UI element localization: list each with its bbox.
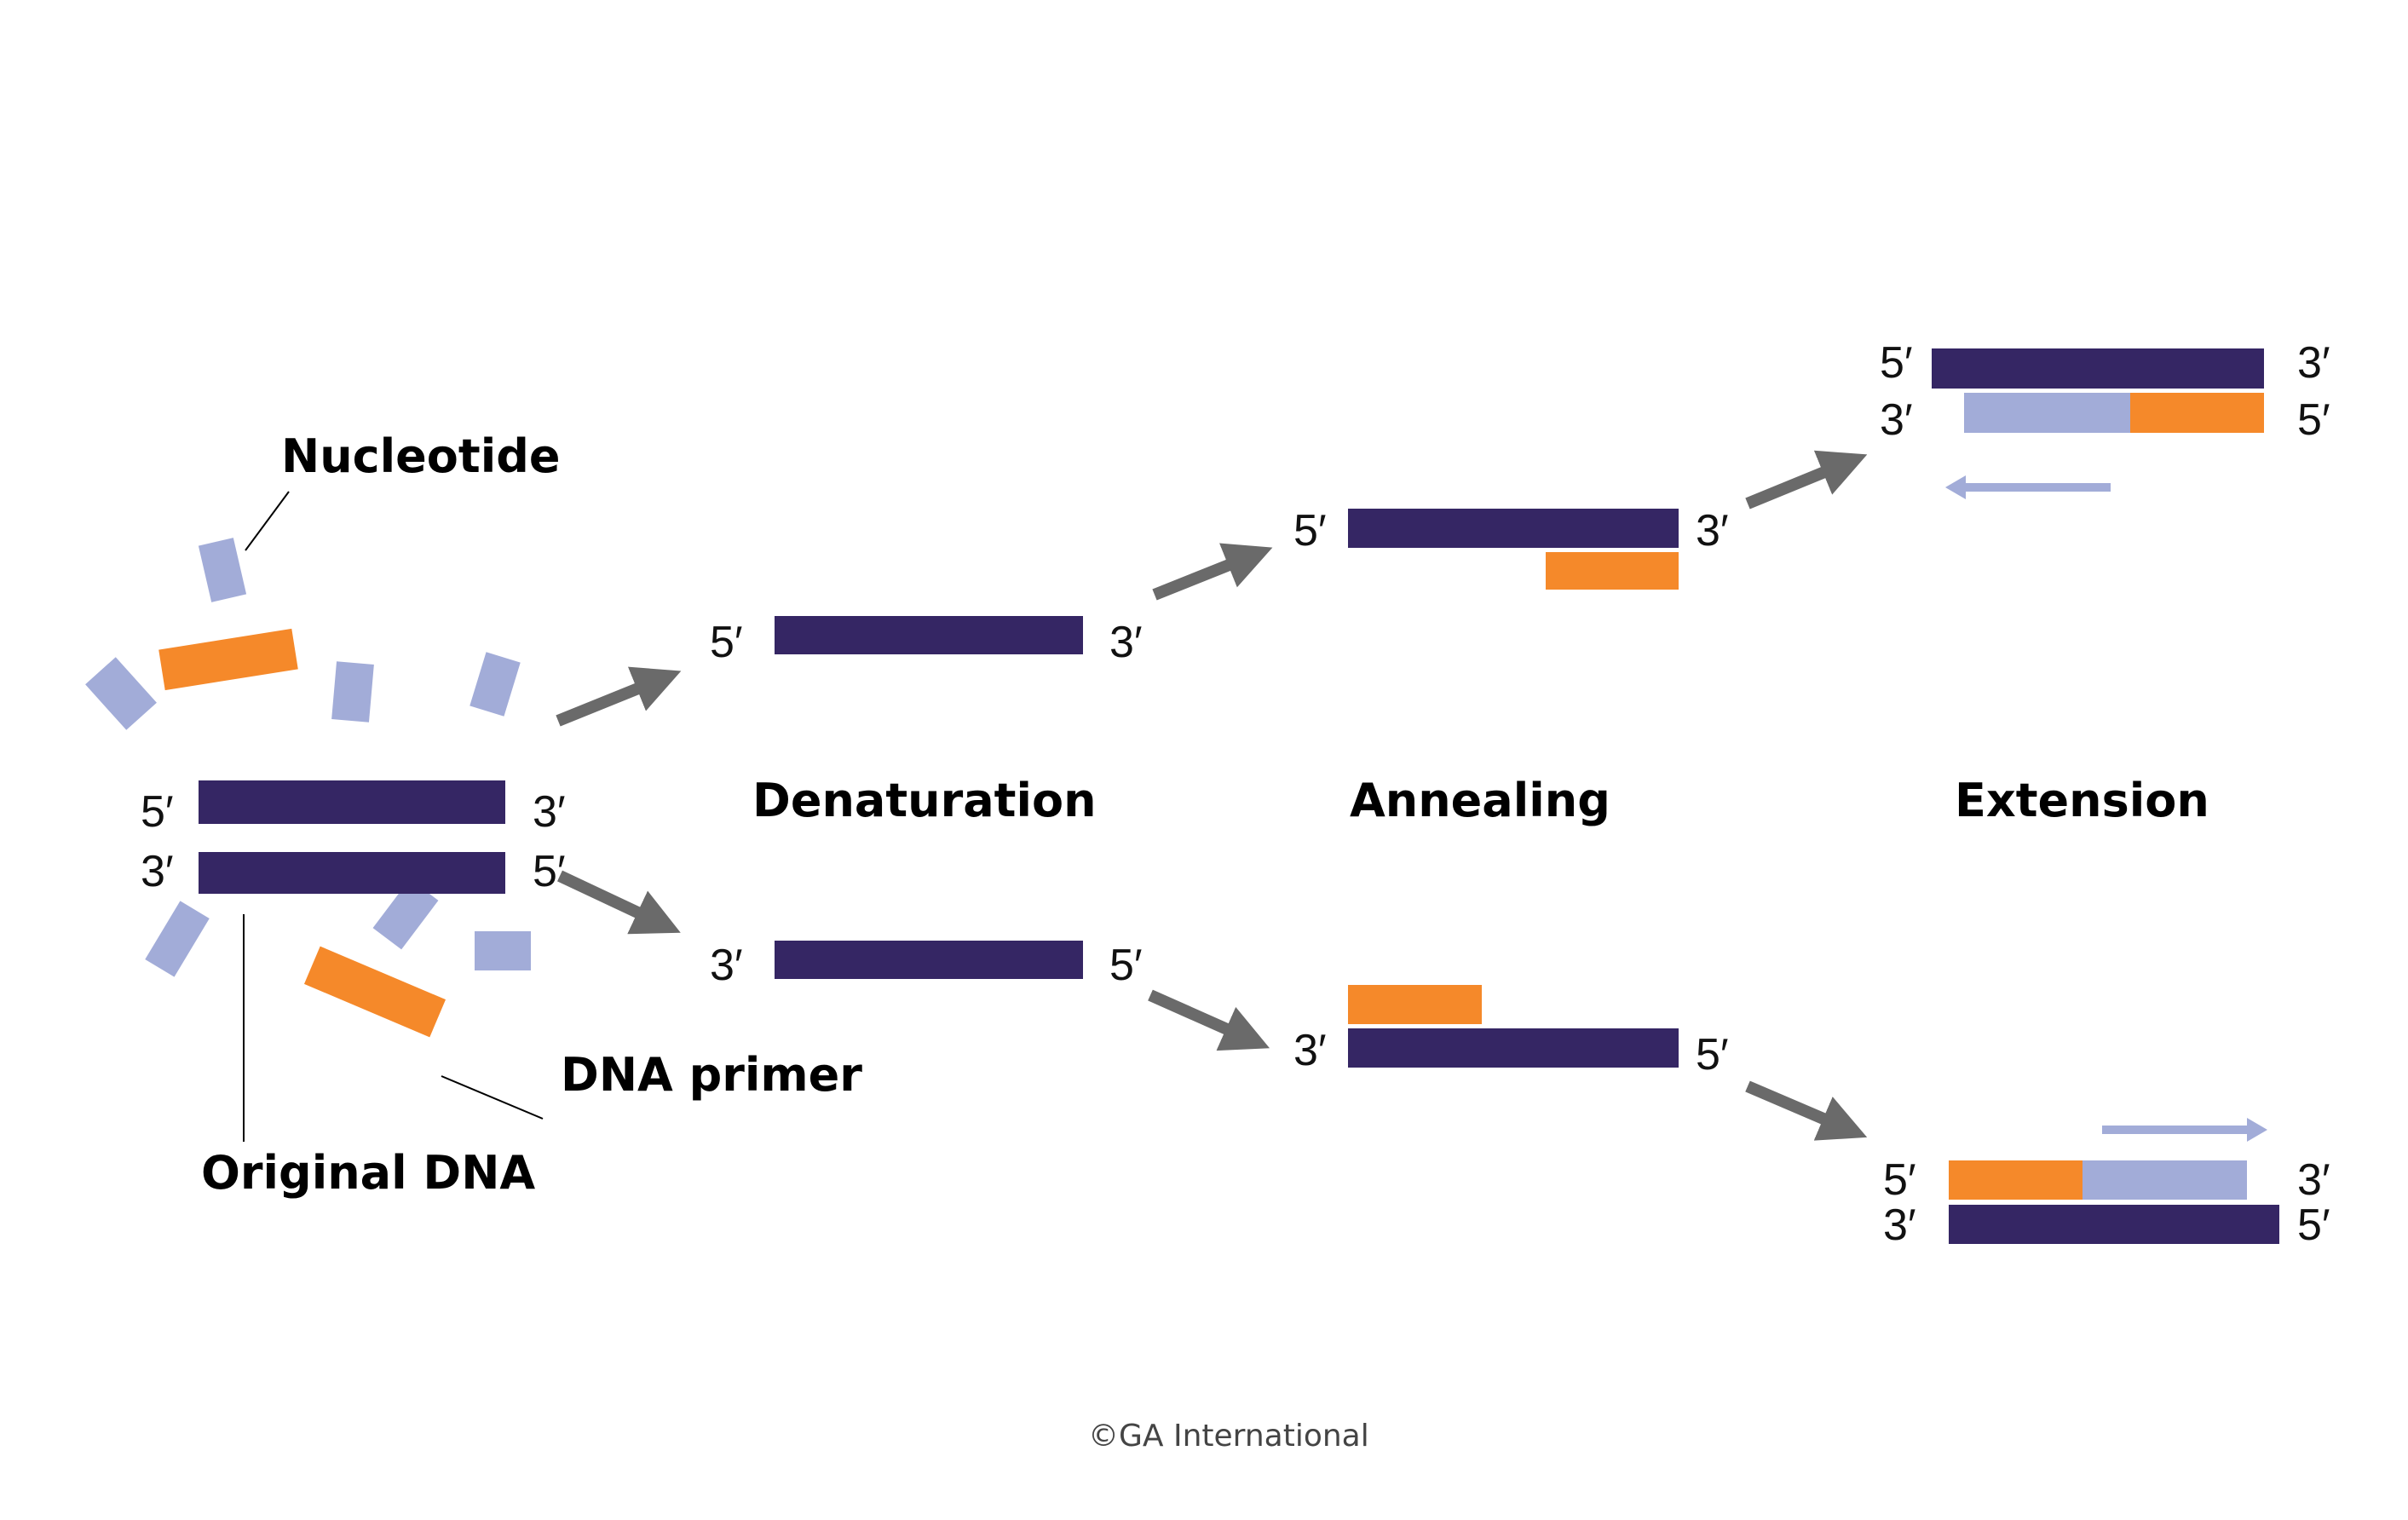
nucleotide-leader-line <box>245 491 290 551</box>
arrow-to-extension-top <box>1745 450 1868 510</box>
extension-group: 5′ 3′ 3′ 5′ 5′ 3′ 3′ 5′ Extension <box>1880 338 2330 1250</box>
arrow-to-denaturation-bottom <box>557 870 681 935</box>
arrow-to-annealing-top <box>1152 543 1273 601</box>
original-bottom-strand <box>199 852 505 894</box>
arrow-to-extension-bottom <box>1745 1080 1868 1141</box>
nucleotide-block <box>198 538 247 602</box>
end-label-5prime: 5′ <box>1109 941 1143 990</box>
annealing-group: 5′ 3′ 3′ 5′ Annealing <box>1293 506 1729 1080</box>
end-label-3prime: 3′ <box>1293 1026 1327 1075</box>
end-label-5prime: 5′ <box>2297 1200 2330 1250</box>
end-label-5prime: 5′ <box>1293 506 1327 556</box>
end-label-5prime: 5′ <box>710 618 743 667</box>
end-label-5prime: 5′ <box>1883 1155 1916 1205</box>
extension-bottom-primer <box>1949 1160 2083 1200</box>
arrow-to-denaturation-top <box>556 666 682 727</box>
original-dna-group: 5′ 3′ 3′ 5′ Nucleotide DNA primer Origin… <box>85 429 862 1200</box>
end-label-5prime: 5′ <box>1696 1030 1729 1080</box>
annealing-bottom-primer <box>1348 985 1482 1024</box>
end-label-5prime: 5′ <box>2297 395 2330 445</box>
annealing-bottom-template <box>1348 1028 1679 1068</box>
synthesis-direction-arrow-left <box>1945 475 2111 499</box>
step-label-extension: Extension <box>1955 774 2209 827</box>
end-label-3prime: 3′ <box>1880 395 1913 445</box>
extension-top-template <box>1932 348 2264 389</box>
end-label-5prime: 5′ <box>533 847 566 896</box>
extension-top-primer <box>2130 393 2264 433</box>
denaturation-group: 5′ 3′ 3′ 5′ Denaturation <box>710 616 1143 990</box>
end-label-3prime: 3′ <box>2297 1155 2330 1205</box>
synthesis-direction-arrow-right <box>2102 1118 2267 1142</box>
extension-top-new-strand <box>1964 393 2130 433</box>
nucleotide-block <box>145 901 210 977</box>
nucleotide-block <box>85 657 157 730</box>
end-label-3prime: 3′ <box>2297 338 2330 388</box>
annealing-top-primer <box>1546 552 1679 590</box>
end-label-3prime: 3′ <box>1109 618 1143 667</box>
end-label-5prime: 5′ <box>1880 338 1913 388</box>
copyright-notice: ©GA International <box>1088 1419 1369 1454</box>
primer-block <box>303 946 446 1038</box>
end-label-5prime: 5′ <box>141 787 174 837</box>
dna-primer-label: DNA primer <box>561 1048 862 1102</box>
step-label-denaturation: Denaturation <box>752 774 1097 827</box>
end-label-3prime: 3′ <box>710 941 743 990</box>
end-label-3prime: 3′ <box>1883 1200 1916 1250</box>
nucleotide-block <box>331 661 374 723</box>
original-top-strand <box>199 780 505 824</box>
nucleotide-label: Nucleotide <box>281 429 560 483</box>
denatured-bottom-strand <box>775 941 1083 979</box>
denatured-top-strand <box>775 616 1083 654</box>
primer-block <box>158 628 298 691</box>
extension-bottom-template <box>1949 1205 2279 1244</box>
nucleotide-block <box>475 931 531 970</box>
annealing-top-template <box>1348 509 1679 548</box>
original-dna-label: Original DNA <box>201 1146 535 1200</box>
end-label-3prime: 3′ <box>1696 506 1729 556</box>
arrow-to-annealing-bottom <box>1148 989 1270 1051</box>
nucleotide-block <box>372 878 439 950</box>
extension-bottom-new-strand <box>2083 1160 2247 1200</box>
nucleotide-block <box>470 652 521 717</box>
end-label-3prime: 3′ <box>141 847 174 896</box>
flow-arrows <box>556 450 1868 1141</box>
primer-leader-line <box>441 1075 544 1120</box>
end-label-3prime: 3′ <box>533 787 566 837</box>
step-label-annealing: Annealing <box>1350 774 1610 827</box>
